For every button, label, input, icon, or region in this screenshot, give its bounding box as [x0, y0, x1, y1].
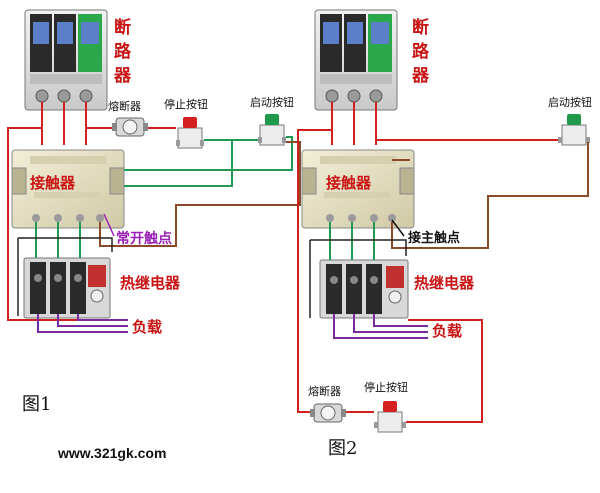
wires-figure-2 [297, 102, 589, 423]
stop-button-1 [176, 117, 204, 149]
thermal-relay-label-2: 热继电器 [414, 274, 475, 292]
contactor-label-2: 接触器 [326, 174, 372, 192]
breaker-label-2-char-3: 器 [412, 66, 429, 86]
wires-figure-1 [7, 102, 301, 333]
breaker-label-2-char-2: 路 [412, 42, 429, 62]
start-button-2 [558, 114, 590, 146]
fuse-1 [112, 117, 148, 137]
breaker-label-2-char-1: 断 [412, 18, 429, 38]
contactor-label-1: 接触器 [30, 174, 76, 192]
fuse-2 [310, 403, 346, 423]
start-button-1 [258, 114, 286, 146]
load-label-1: 负载 [132, 318, 163, 336]
stop-button-label-2: 停止按钮 [364, 381, 408, 394]
main-contact-label: 接主触点 [408, 231, 461, 246]
breaker-label-1-char-2: 路 [114, 42, 131, 62]
contactor-2 [301, 149, 415, 229]
website-watermark: www.321gk.com [58, 445, 167, 461]
contactor-1 [11, 149, 125, 229]
breaker-label-1-char-3: 器 [114, 66, 131, 86]
fuse-label-2: 熔断器 [308, 385, 341, 398]
stop-button-label-1: 停止按钮 [164, 98, 208, 111]
breaker-label-1-char-1: 断 [114, 18, 131, 38]
no-contact-label: 常开触点 [116, 231, 172, 247]
circuit-breaker-1 [24, 9, 108, 111]
thermal-relay-2 [319, 259, 409, 319]
load-label-2: 负载 [432, 322, 463, 340]
thermal-relay-label-1: 热继电器 [120, 274, 181, 292]
fuse-label-1: 熔断器 [108, 100, 141, 113]
circuit-breaker-2 [314, 9, 398, 111]
start-button-label-2: 启动按钮 [548, 96, 592, 109]
figure-2-caption: 图2 [328, 438, 358, 459]
start-button-label-1: 启动按钮 [250, 96, 294, 109]
stop-button-2 [374, 401, 406, 433]
figure-1-caption: 图1 [22, 394, 52, 415]
thermal-relay-1 [23, 257, 111, 319]
